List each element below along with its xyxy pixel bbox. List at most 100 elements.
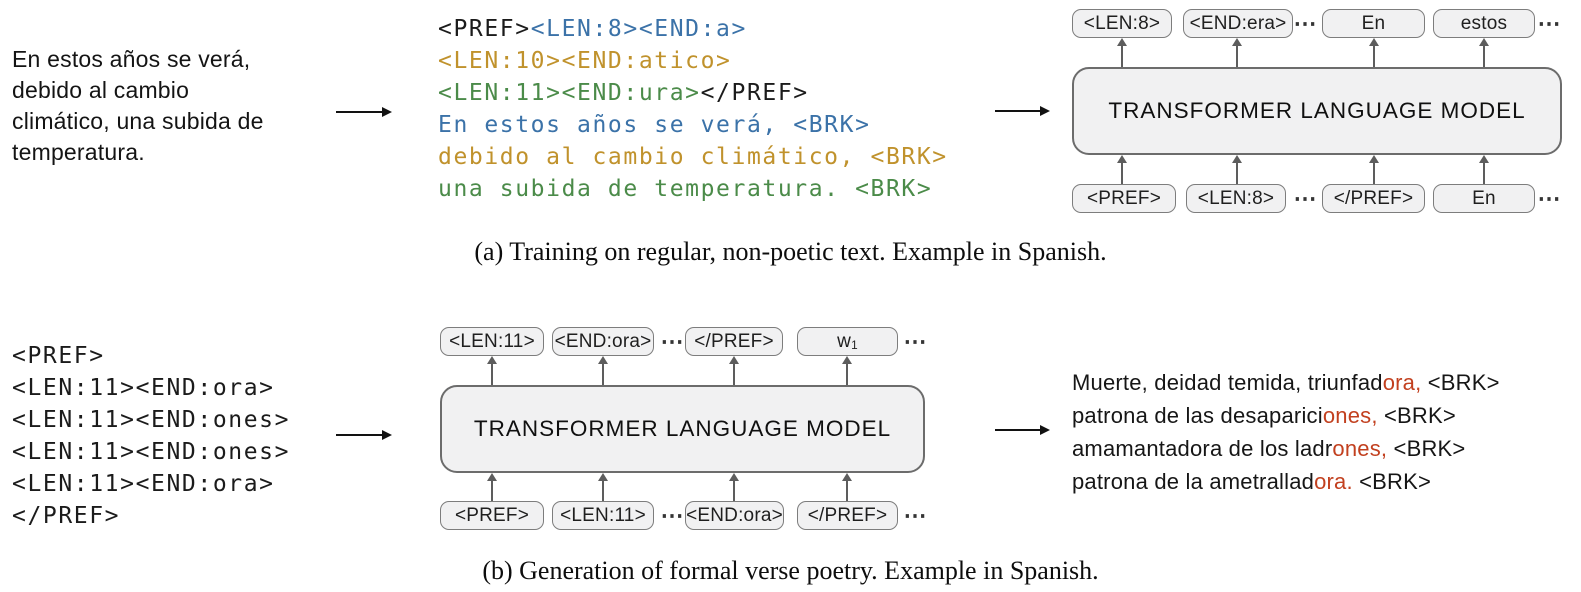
arrow-head xyxy=(1479,155,1489,163)
poem-line-start: Muerte, deidad temida, triunfad xyxy=(1072,370,1383,395)
arrow-head xyxy=(1040,106,1050,116)
arrow-shaft xyxy=(846,479,848,501)
ellipsis-tokens: ⋯ xyxy=(660,328,684,354)
source-text-line: temperatura. xyxy=(12,137,264,168)
input-to-model-arrow-icon xyxy=(841,473,853,501)
encoded-code-line: <LEN:10><END:atico> xyxy=(438,45,948,77)
panel-a-source-text: En estos años se verá, debido al cambio cl… xyxy=(12,44,264,168)
poem-rhyme-highlight: ora. xyxy=(1314,469,1353,494)
encoded-code-segment: <PREF> xyxy=(438,16,531,42)
arrow-shaft xyxy=(602,362,604,385)
arrow-head xyxy=(1479,38,1489,46)
prefix-code-line-text: <LEN:11><END:ora> xyxy=(12,471,275,497)
encoded-code-segment: <LEN:8><END:a> xyxy=(530,16,747,42)
prefix-code-line: <LEN:11><END:ora> xyxy=(12,468,290,500)
input-token: En xyxy=(1433,184,1535,213)
arrow-head xyxy=(1232,155,1242,163)
encoded-code-line: <PREF><LEN:8><END:a> xyxy=(438,13,948,45)
output-token: estos xyxy=(1433,9,1535,38)
ellipsis-tokens: ⋯ xyxy=(903,502,927,528)
transformer-model-box: TRANSFORMER LANGUAGE MODEL xyxy=(440,385,925,473)
arrow-head xyxy=(1117,155,1127,163)
prefix-code-line-text: <PREF> xyxy=(12,343,105,369)
output-token: </PREF> xyxy=(685,327,783,356)
panel-a-caption: (a) Training on regular, non-poetic text… xyxy=(474,237,1107,266)
arrow-head xyxy=(1232,38,1242,46)
panel-a-encoded-text: <PREF><LEN:8><END:a> <LEN:10><END:atico> <… xyxy=(438,13,948,205)
prefix-code-line-text: <LEN:11><END:ora> xyxy=(12,375,275,401)
encoded-code-line: En estos años se verá, <BRK> xyxy=(438,109,948,141)
input-token: </PREF> xyxy=(797,501,898,530)
input-token: <END:ora> xyxy=(685,501,784,530)
encoded-code-line: una subida de temperatura. <BRK> xyxy=(438,173,948,205)
source-text-line-text: debido al cambio xyxy=(12,77,190,103)
source-text-line-text: temperatura. xyxy=(12,139,145,165)
input-to-model-arrow-icon xyxy=(1368,155,1380,184)
arrow-shaft xyxy=(491,362,493,385)
input-token: <PREF> xyxy=(1072,184,1176,213)
input-token: </PREF> xyxy=(1322,184,1425,213)
input-to-model-arrow-icon xyxy=(1478,155,1490,184)
poem-rhyme-highlight: ora, xyxy=(1382,370,1422,395)
transformer-model-label: TRANSFORMER LANGUAGE MODEL xyxy=(473,416,892,441)
output-token: <LEN:11> xyxy=(440,327,544,356)
ellipsis-tokens: ⋯ xyxy=(1537,185,1561,211)
token-subscript: 1 xyxy=(851,339,858,353)
output-token: En xyxy=(1322,9,1425,38)
output-token: <LEN:8> xyxy=(1072,9,1172,38)
ellipsis-tokens: ⋯ xyxy=(903,328,927,354)
model-to-output-arrow-icon xyxy=(1116,38,1128,67)
encoded-code-line: <LEN:11><END:ura></PREF> xyxy=(438,77,948,109)
poem-rhyme-highlight: ones, xyxy=(1322,403,1378,428)
input-token: <LEN:8> xyxy=(1186,184,1286,213)
model-to-output-arrow-icon xyxy=(597,356,609,385)
arrow-shaft xyxy=(1236,161,1238,184)
poem-line-end: <BRK> xyxy=(1387,436,1466,461)
poem-line: patrona de la ametralladora. <BRK> xyxy=(1072,465,1500,498)
arrow-head xyxy=(1117,38,1127,46)
poem-line-end: <BRK> xyxy=(1352,469,1432,494)
poem-line-start: patrona de las desaparici xyxy=(1072,403,1323,428)
model-to-output-arrow-icon xyxy=(1231,38,1243,67)
input-to-model-arrow-icon xyxy=(1231,155,1243,184)
poem-line: patrona de las desapariciones, <BRK> xyxy=(1072,399,1500,432)
arrow-shaft xyxy=(336,434,385,436)
prefix-code-line-text: <LEN:11><END:ones> xyxy=(12,407,291,433)
source-text-line: climático, una subida de xyxy=(12,106,264,137)
prefix-code-line: <LEN:11><END:ones> xyxy=(12,404,290,436)
arrow-head xyxy=(598,356,608,364)
panel-b-prefix-to-model-arrow-icon xyxy=(336,429,392,441)
poem-line-start: patrona de la ametrallad xyxy=(1072,469,1315,494)
panel-b-model-to-poem-arrow-icon xyxy=(995,424,1050,436)
arrow-head xyxy=(729,473,739,481)
input-to-model-arrow-icon xyxy=(1116,155,1128,184)
encoded-code-segment: <LEN:11><END:ura> xyxy=(438,80,701,106)
input-to-model-arrow-icon xyxy=(597,473,609,501)
prefix-code-line: <PREF> xyxy=(12,340,290,372)
panel-b-caption: (b) Generation of formal verse poetry. E… xyxy=(482,556,1099,585)
panel-a-source-to-encoding-arrow-icon xyxy=(336,106,392,118)
arrow-head xyxy=(842,356,852,364)
source-text-line: En estos años se verá, xyxy=(12,44,264,75)
model-to-output-arrow-icon xyxy=(486,356,498,385)
poem-line-end: <BRK> xyxy=(1377,403,1456,428)
poem-line-end: <BRK> xyxy=(1421,370,1500,395)
arrow-shaft xyxy=(995,429,1043,431)
transformer-model-box: TRANSFORMER LANGUAGE MODEL xyxy=(1072,67,1562,155)
poem-rhyme-highlight: ones, xyxy=(1332,436,1388,461)
encoded-code-segment: una subida de temperatura. <BRK> xyxy=(438,176,933,202)
poem-line: amamantadora de los ladrones, <BRK> xyxy=(1072,432,1500,465)
transformer-model-label: TRANSFORMER LANGUAGE MODEL xyxy=(1108,98,1526,123)
arrow-shaft xyxy=(995,110,1043,112)
arrow-shaft xyxy=(336,111,385,113)
source-text-line: debido al cambio xyxy=(12,75,264,106)
ellipsis-tokens: ⋯ xyxy=(660,502,684,528)
input-to-model-arrow-icon xyxy=(486,473,498,501)
arrow-shaft xyxy=(1121,44,1123,67)
source-text-line-text: En estos años se verá, xyxy=(12,46,251,72)
arrow-head xyxy=(487,356,497,364)
arrow-shaft xyxy=(733,479,735,501)
encoded-code-segment: <LEN:10><END:atico> xyxy=(438,48,732,74)
